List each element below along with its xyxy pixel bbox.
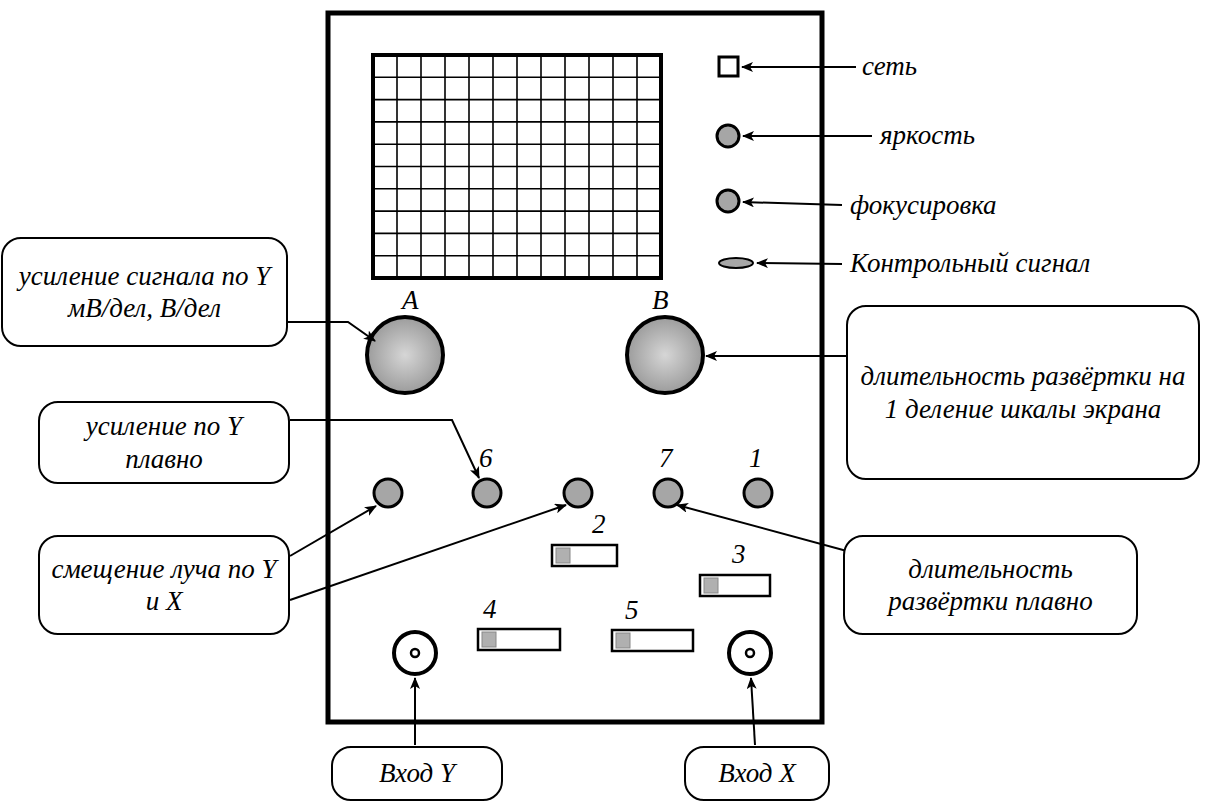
knob-letter: B xyxy=(652,285,669,316)
callout-number: 2 xyxy=(592,509,606,540)
input-label-box: Вход X xyxy=(684,746,830,801)
callout-number: 3 xyxy=(732,539,746,570)
leader-line xyxy=(290,506,376,556)
callout-number: 7 xyxy=(659,443,673,474)
callout-text: длительность развёртки на 1 деление шкал… xyxy=(858,360,1188,425)
leader-line xyxy=(751,678,755,745)
leader-line xyxy=(288,322,375,341)
timebase-knob xyxy=(627,317,703,393)
callout-number: 5 xyxy=(625,595,639,626)
screen xyxy=(373,55,661,278)
bnc-connector xyxy=(394,632,436,674)
callout-text: Вход X xyxy=(696,757,818,789)
housing xyxy=(328,13,822,722)
y-gain-knob xyxy=(367,317,443,393)
test-signal-terminal xyxy=(719,258,753,268)
callout-box: длительность развёртки на 1 деление шкал… xyxy=(846,305,1200,480)
screen-grid xyxy=(373,55,661,278)
knob-letter: A xyxy=(402,285,419,316)
slide-switch xyxy=(612,630,693,651)
control-label: сеть xyxy=(862,51,917,82)
callout-box: длительность развёртки плавно xyxy=(843,535,1138,635)
small-knob xyxy=(374,479,402,507)
callout-box: смещение луча по Y и X xyxy=(38,535,290,635)
leader-line xyxy=(743,135,872,137)
leader-line xyxy=(414,678,416,745)
focus-knob xyxy=(717,190,739,212)
bnc-connector xyxy=(729,632,771,674)
callout-text: Вход Y xyxy=(343,757,491,789)
callout-text: усиление сигнала по Y мВ/дел, В/дел xyxy=(13,260,276,325)
small-knob xyxy=(564,479,592,507)
callout-text: длительность развёртки плавно xyxy=(855,553,1126,618)
small-knob xyxy=(473,479,501,507)
leader-line xyxy=(757,263,842,264)
callout-number: 6 xyxy=(479,443,493,474)
leader-line xyxy=(706,355,846,357)
callout-box: усиление по Y плавно xyxy=(38,401,290,484)
leader-line xyxy=(742,66,856,68)
small-knob xyxy=(744,479,772,507)
control-label: фокусировка xyxy=(850,190,997,221)
input-label-box: Вход Y xyxy=(331,746,503,801)
leader-line xyxy=(290,420,479,478)
small-knob xyxy=(654,479,682,507)
leader-line xyxy=(290,505,566,600)
callout-text: смещение луча по Y и X xyxy=(50,553,278,618)
brightness-knob xyxy=(717,125,739,147)
callout-number: 4 xyxy=(483,594,497,625)
slide-switch xyxy=(478,629,560,650)
control-label: Контрольный сигнал xyxy=(850,248,1090,279)
slide-switch xyxy=(700,575,770,596)
slide-switch xyxy=(552,545,617,566)
leader-line xyxy=(743,202,842,205)
callout-number: 1 xyxy=(749,443,763,474)
control-label: яркость xyxy=(880,120,975,151)
callout-text: усиление по Y плавно xyxy=(50,410,278,475)
callout-box: усиление сигнала по Y мВ/дел, В/дел xyxy=(1,237,288,347)
power-switch xyxy=(719,57,738,76)
